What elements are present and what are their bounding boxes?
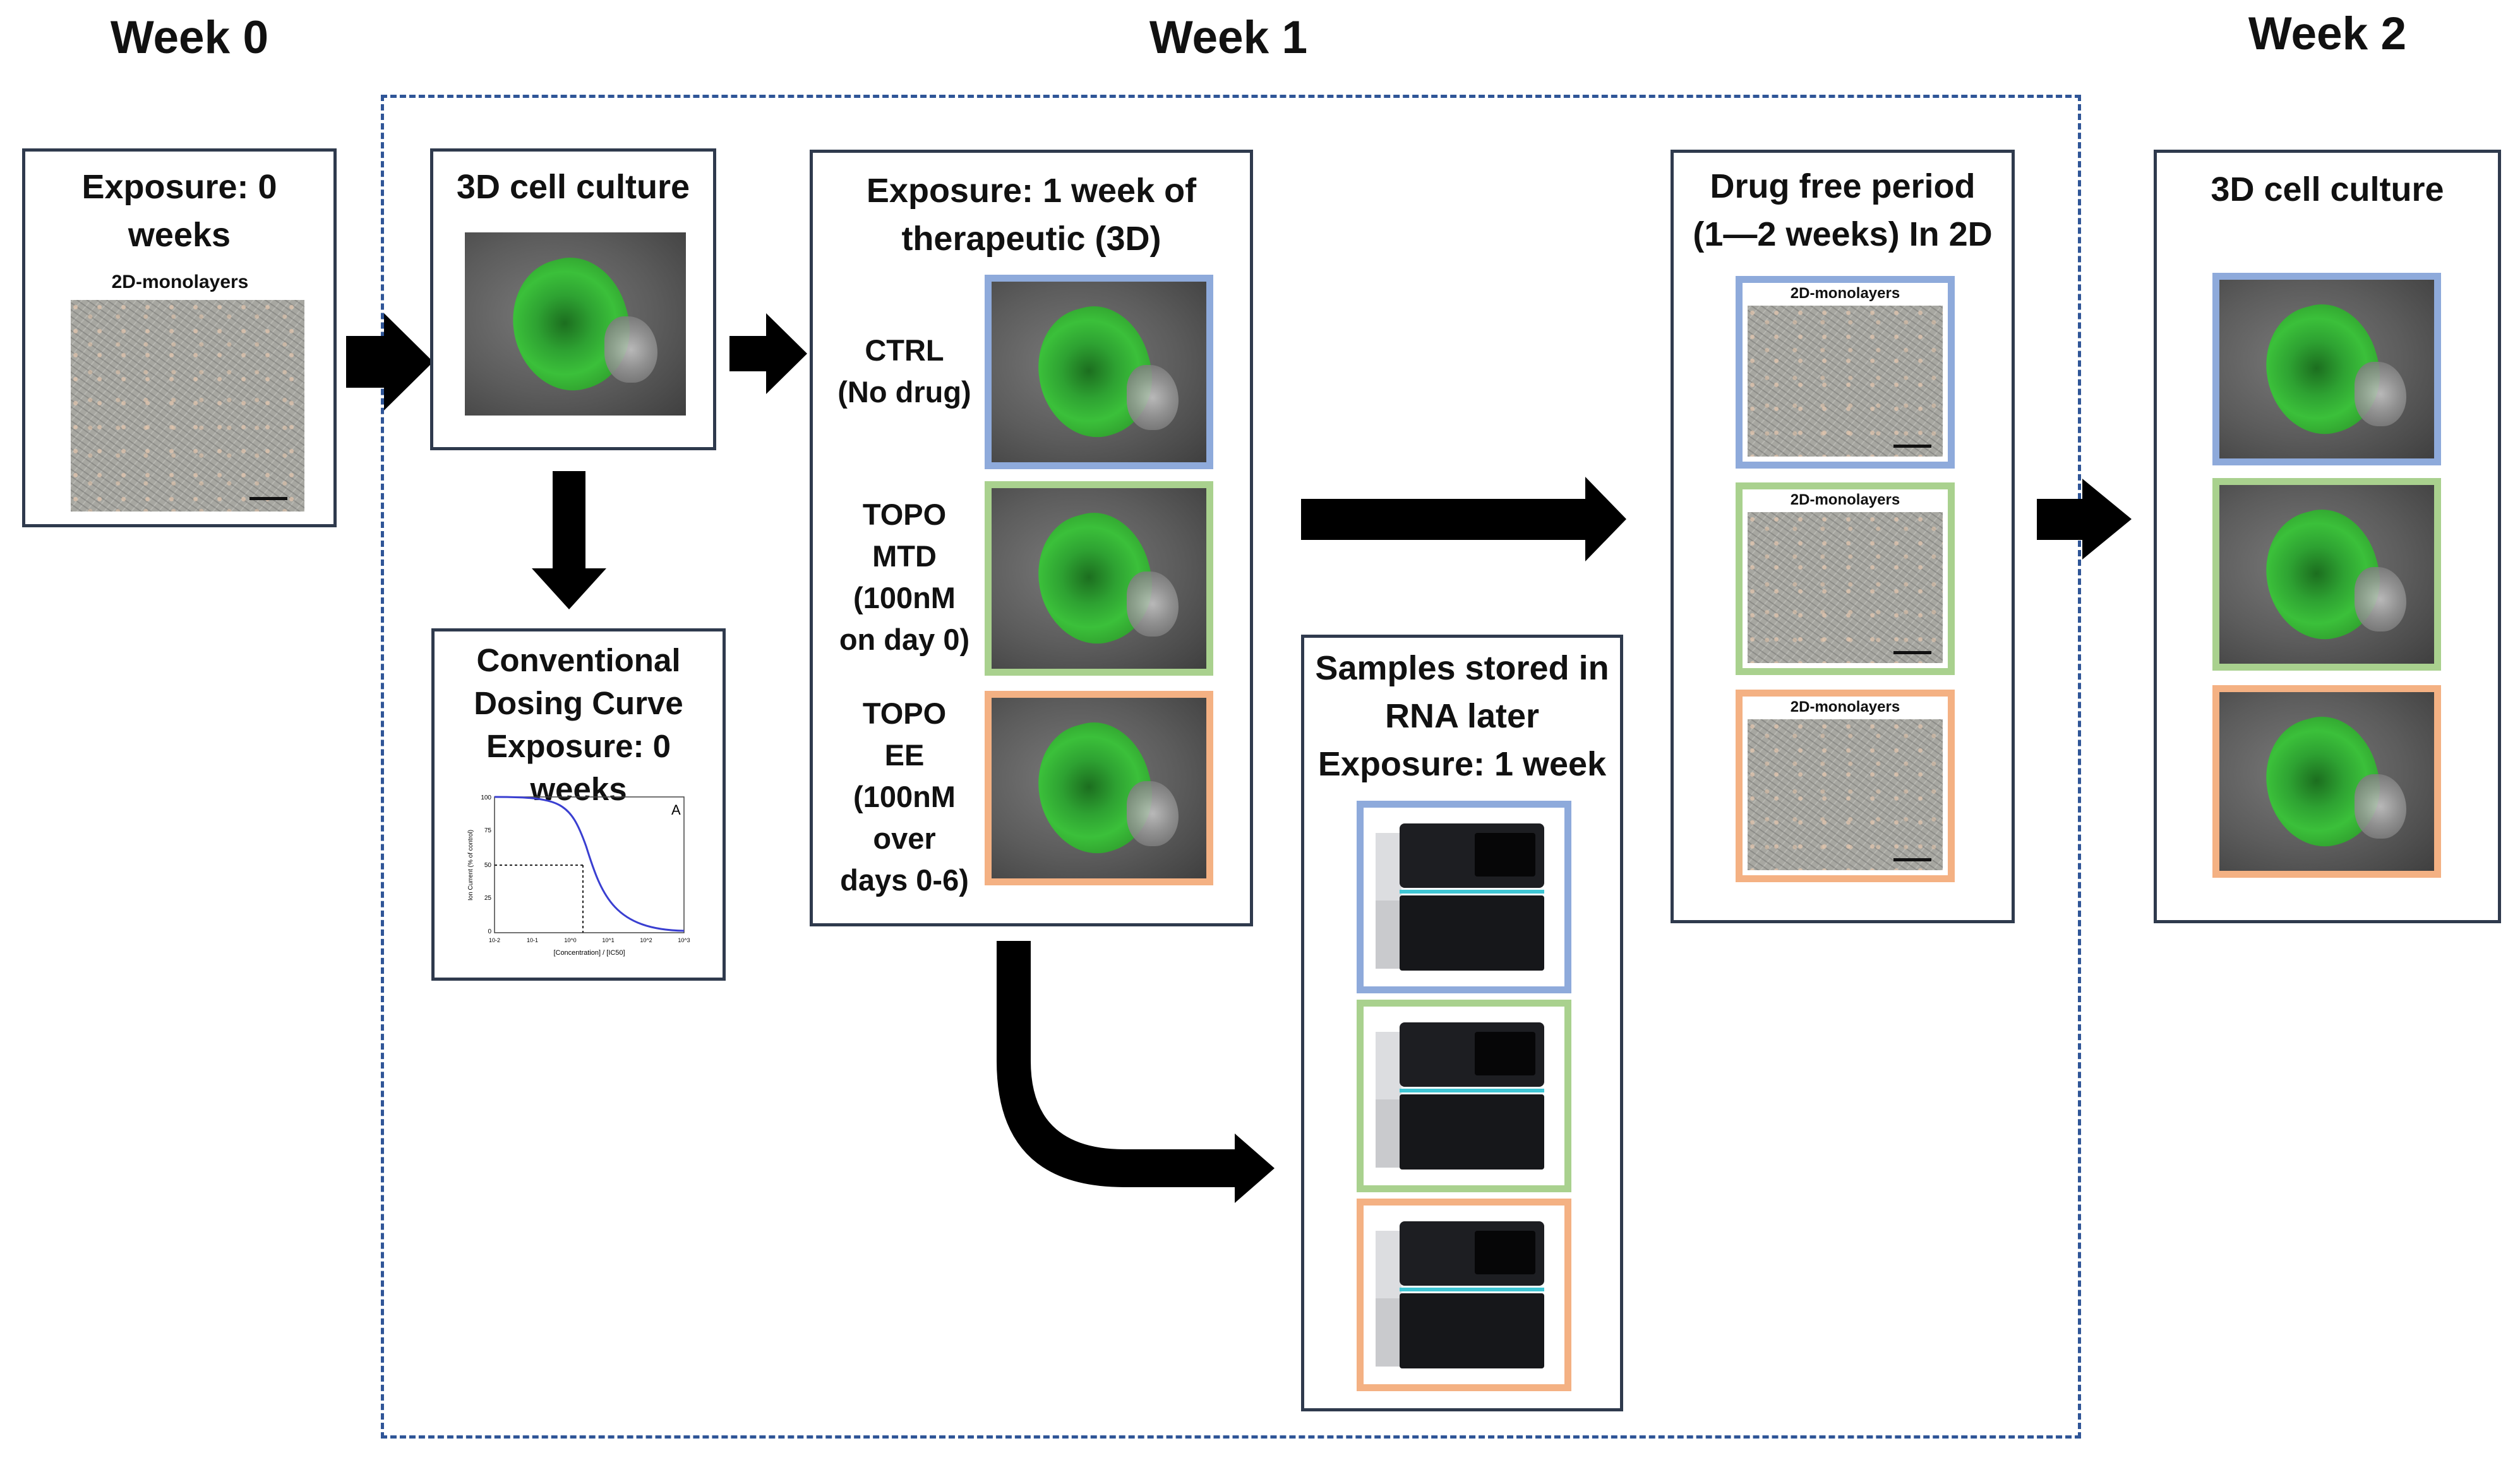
monolayer-image-title: 2D-monolayers [111,272,249,292]
drug-free-title-line1: Drug free period [1710,167,1976,205]
ctrl-label: CTRL (No drug) [825,330,983,413]
monolayer-image-mtd: 2D-monolayers [1736,482,1955,675]
topo-ee-line5: days 0-6) [840,863,969,897]
plot-ytick-25: 25 [484,895,492,902]
week-2-3d-culture-box: 3D cell culture [2154,150,2501,923]
sequencer-image-mtd [1357,1000,1571,1192]
monolayer-image-ee: 2D-monolayers [1736,690,1955,882]
exposure-0-title-line1: Exposure: 0 [81,168,277,206]
arrow-exposure-to-drugfree [1301,477,1626,561]
exposure-0-title-line2: weeks [128,216,231,254]
topo-ee-spheroid-image [985,691,1213,885]
sequencer-image-ee [1357,1199,1571,1391]
dosing-title-line3: Exposure: 0 weeks [486,728,671,807]
sequencer-image-ctrl [1357,801,1571,993]
topo-mtd-line3: (100nM [853,581,956,614]
exposure-1-title-line2: therapeutic (3D) [901,220,1161,258]
plot-ylabel: Ion Current (% of control) [467,830,474,901]
plot-xtick-4: 10^1 [602,937,614,943]
plot-ytick-75: 75 [484,827,492,834]
ctrl-spheroid-image [985,275,1213,469]
topo-mtd-line4: on day 0) [839,623,970,656]
dosing-curve-plot: A 100 75 50 25 0 10-2 10-1 10^0 10^1 10^… [467,794,690,957]
week2-spheroid-ee [2212,685,2441,878]
ctrl-label-line1: CTRL [865,333,944,367]
week-2-3d-culture-title: 3D cell culture [2211,171,2444,208]
plot-ytick-50: 50 [484,862,492,869]
arrow-3d-to-dosing [532,471,606,609]
plot-panel-label: A [671,802,681,818]
dosing-curve-box: Conventional Dosing Curve Exposure: 0 we… [431,628,726,981]
week2-spheroid-ctrl [2212,273,2441,465]
3d-culture-box: 3D cell culture [430,148,716,450]
ctrl-label-line2: (No drug) [837,375,971,409]
dosing-title-line2: Dosing Curve [474,685,683,721]
samples-box: Samples stored in RNA later Exposure: 1 … [1301,635,1623,1411]
monolayer-title-mtd: 2D-monolayers [1790,491,1900,508]
week-1-dashed-frame [381,95,2081,1439]
monolayer-title-ctrl: 2D-monolayers [1790,285,1900,302]
topo-ee-line2: EE [884,738,925,772]
samples-title-line2: RNA later [1384,697,1540,735]
topo-ee-line3: (100nM [853,780,956,813]
plot-xlabel: [Concentration] / [IC50] [553,949,625,957]
week-2-heading: Week 2 [2248,8,2407,59]
plot-ytick-100: 100 [481,794,491,801]
week-0-heading: Week 0 [110,12,269,63]
exposure-0-box: Exposure: 0 weeks 2D-monolayers [22,148,337,527]
drug-free-box: Drug free period (1—2 weeks) In 2D 2D-mo… [1671,150,2015,923]
topo-ee-line1: TOPO [862,697,947,730]
samples-title-line3: Exposure: 1 week [1317,745,1607,783]
exposure-1-title-line1: Exposure: 1 week of [866,172,1197,210]
plot-xtick-1: 10-2 [489,937,500,943]
monolayer-image-ctrl: 2D-monolayers [1736,276,1955,469]
plot-xtick-3: 10^0 [564,937,576,943]
topo-mtd-label: TOPO MTD (100nM on day 0) [825,494,983,661]
drug-free-title-line2: (1—2 weeks) In 2D [1693,215,1993,253]
week2-spheroid-mtd [2212,478,2441,671]
plot-xtick-6: 10^3 [678,937,690,943]
exposure-1-box: Exposure: 1 week of therapeutic (3D) CTR… [810,150,1253,926]
monolayer-title-ee: 2D-monolayers [1790,698,1900,715]
arrow-drugfree-to-week2 [2037,479,2132,559]
topo-ee-line4: over [873,822,936,855]
plot-xtick-2: 10-1 [527,937,538,943]
arrow-week0-to-3d [346,313,433,410]
spheroid-image [465,232,686,416]
dosing-title-line1: Conventional [476,642,681,678]
arrow-3d-to-exposure [729,313,807,394]
plot-ytick-0: 0 [488,928,491,935]
samples-title-line1: Samples stored in [1315,649,1609,687]
topo-mtd-line2: MTD [872,539,937,573]
topo-mtd-spheroid-image [985,481,1213,676]
3d-culture-title: 3D cell culture [456,168,690,206]
topo-mtd-line1: TOPO [862,498,947,531]
monolayer-image-week0: 2D-monolayers [44,272,316,512]
topo-ee-label: TOPO EE (100nM over days 0-6) [825,693,983,901]
plot-xtick-5: 10^2 [640,937,652,943]
arrow-exposure-to-samples [997,941,1275,1203]
week-1-heading: Week 1 [1149,12,1308,63]
